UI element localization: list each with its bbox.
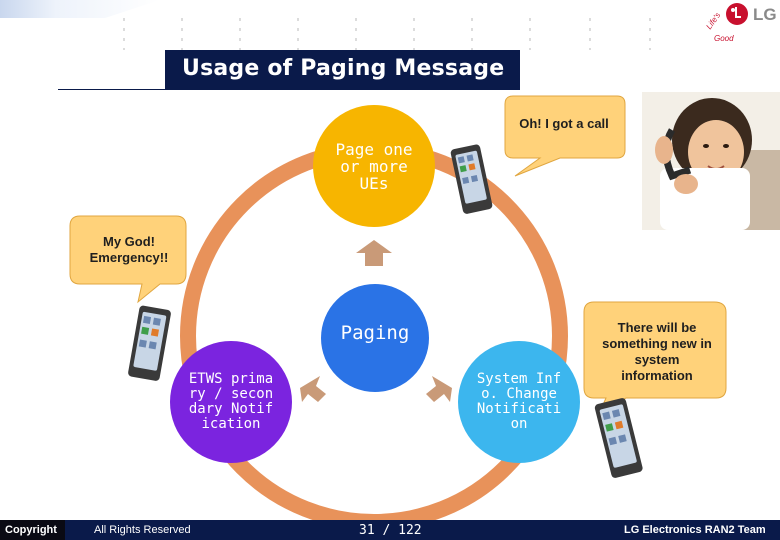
title-bar	[165, 50, 520, 90]
footer-team: LG Electronics RAN2 Team	[624, 524, 766, 536]
footer-bar	[0, 520, 780, 540]
footer-copyright-box	[0, 520, 65, 540]
phone-icon	[450, 144, 493, 214]
bubble-emergency-text: My God! Emergency!!	[89, 234, 169, 265]
node-paging: Paging	[321, 284, 429, 392]
phone-icon	[128, 305, 171, 381]
node-page-ues: Page one or more UEs	[313, 105, 435, 227]
title-underline	[58, 89, 166, 90]
node-system-info-change: System Info. Change Notification	[458, 341, 580, 463]
arrow-down-left-icon	[300, 376, 326, 402]
lg-logo: Life's Good	[704, 3, 748, 43]
footer-copyright: Copyright	[5, 524, 57, 536]
node-system-info-label: System Info. Change Notification	[476, 371, 562, 432]
node-paging-label: Paging	[340, 322, 410, 344]
phone-icon	[594, 398, 643, 478]
arrow-down-right-icon	[426, 376, 452, 402]
bubble-system-text: There will be something new in system in…	[602, 320, 712, 383]
bubble-emergency	[69, 215, 187, 304]
node-etws-notification: ETWS primary / secondary Notification	[170, 341, 292, 463]
header-band	[0, 0, 651, 50]
svg-text:Good: Good	[714, 34, 734, 43]
footer-rights: All Rights Reserved	[94, 524, 191, 536]
bubble-call-text: Oh! I got a call	[519, 116, 609, 131]
page-number: 31 / 122	[359, 523, 422, 538]
child-phone-photo	[642, 92, 780, 230]
lg-brand-text: LG	[753, 5, 777, 24]
node-etws-label: ETWS primary / secondary Notification	[188, 371, 274, 432]
arrow-up-icon	[356, 240, 392, 266]
bubble-call	[504, 95, 626, 177]
bubble-system	[583, 301, 727, 418]
slide-title: Usage of Paging Message	[182, 56, 505, 81]
node-page-ues-label: Page one or more UEs	[335, 139, 413, 193]
